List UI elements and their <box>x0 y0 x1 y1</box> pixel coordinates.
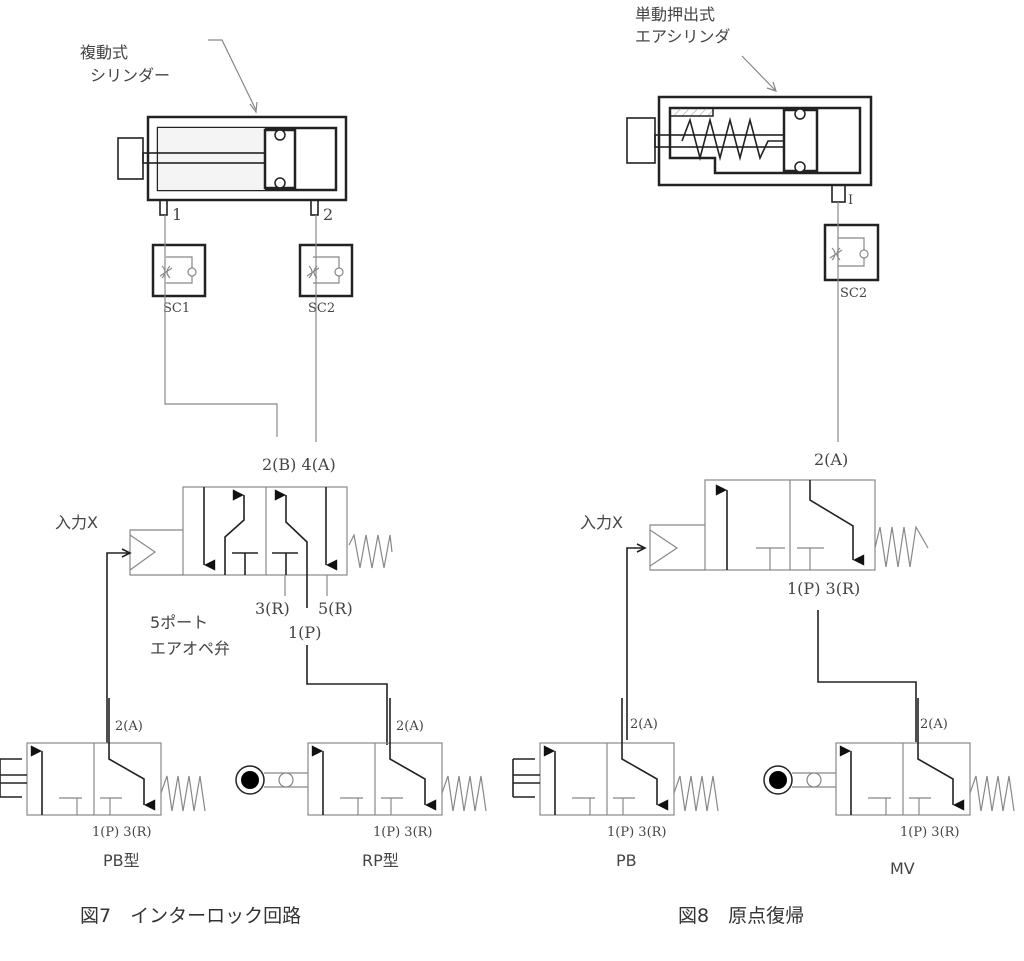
mechanical-valve-mv <box>763 698 1015 816</box>
sc1-label: SC1 <box>163 301 190 316</box>
rp-label: RP型 <box>362 851 399 870</box>
push-button-valve-pb <box>0 698 206 816</box>
pb-port-top: 2(A) <box>115 719 143 734</box>
blocked-port-symbol <box>59 797 82 815</box>
port-2-label: 2 <box>323 205 333 224</box>
pilot-line <box>626 543 647 740</box>
speed-controller-sc1 <box>151 243 207 298</box>
return-spring-icon <box>160 775 206 812</box>
port-1-label: 1 <box>172 205 182 224</box>
pb-ports-bottom: 1(P) 3(R) <box>92 825 152 840</box>
fig8-caption: 図8 原点復帰 <box>678 905 804 927</box>
rp-port-top: 2(A) <box>396 719 424 734</box>
push-button-icon <box>0 758 27 798</box>
double-acting-cylinder <box>117 39 348 216</box>
pipe-port1 <box>164 215 278 437</box>
input-x-label: 入力X <box>55 513 98 532</box>
port-3r-label: 3(R) <box>255 599 290 618</box>
speed-controller-sc2 <box>298 243 354 298</box>
return-spring-icon <box>673 775 719 812</box>
flow-arrow-down <box>108 698 156 811</box>
mv-ports-bottom: 1(P) 3(R) <box>900 825 960 840</box>
single-cylinder-label-line2: エアシリンダ <box>635 27 730 46</box>
blocked-port-symbol <box>381 797 403 815</box>
single-acting-cylinder <box>626 95 873 203</box>
return-spring-icon <box>441 775 487 812</box>
three-port-air-operated-valve <box>649 479 929 571</box>
leader-arrow <box>741 55 777 92</box>
roller-icon <box>769 771 787 789</box>
rp-ports-bottom: 1(P) 3(R) <box>373 825 433 840</box>
five-port-air-operated-valve <box>129 486 393 608</box>
roller-icon <box>241 771 259 789</box>
push-button-icon <box>512 758 540 798</box>
pb-port-top: 2(A) <box>630 717 658 732</box>
valve-name-line2: エアオペ弁 <box>150 639 230 658</box>
mv-port-top: 2(A) <box>920 717 948 732</box>
port-5r-label: 5(R) <box>318 599 353 618</box>
pilot-line <box>106 548 132 743</box>
supply-pipe <box>817 610 917 742</box>
roller-pin-icon <box>278 772 294 788</box>
mv-label: MV <box>890 859 915 878</box>
supply-pipe <box>306 645 388 745</box>
flow-arrow-down <box>917 698 965 811</box>
pb-label: PB型 <box>103 851 140 870</box>
sc2-label: SC2 <box>308 301 335 316</box>
flow-arrow-down <box>621 698 669 811</box>
valve-name-line1: 5ポート <box>150 613 208 632</box>
single-cylinder-label-line1: 単動押出式 <box>635 5 715 24</box>
push-button-valve-pb <box>512 698 719 816</box>
input-x-label: 入力X <box>580 513 623 532</box>
blocked-port-symbol <box>613 797 635 815</box>
pb-label: PB <box>616 851 637 870</box>
pb-ports-bottom: 1(P) 3(R) <box>607 825 667 840</box>
roller-valve-rp <box>235 698 487 816</box>
blocked-port-symbol <box>909 797 931 815</box>
sc2-label: SC2 <box>840 286 867 301</box>
port-1-label: I <box>848 193 853 208</box>
cylinder-label-line1: 複動式 <box>80 43 128 62</box>
blocked-port-symbol <box>100 797 122 815</box>
blocked-port-symbol <box>572 797 595 815</box>
flow-arrow-down <box>389 698 437 811</box>
valve-top-ports: 2(B) 4(A) <box>262 455 336 474</box>
fig7-caption: 図7 インターロック回路 <box>80 905 301 927</box>
speed-controller-sc2 <box>823 223 880 282</box>
blocked-port-symbol <box>868 797 891 815</box>
port-1p-label: 1(P) <box>288 623 321 642</box>
return-spring-icon <box>969 775 1015 812</box>
blocked-port-symbol <box>340 797 363 815</box>
valve-bottom-ports: 1(P) 3(R) <box>787 579 860 598</box>
cylinder-label-line2: シリンダー <box>90 66 170 85</box>
roller-pin-icon <box>806 772 822 788</box>
valve-top-port: 2(A) <box>814 450 848 469</box>
